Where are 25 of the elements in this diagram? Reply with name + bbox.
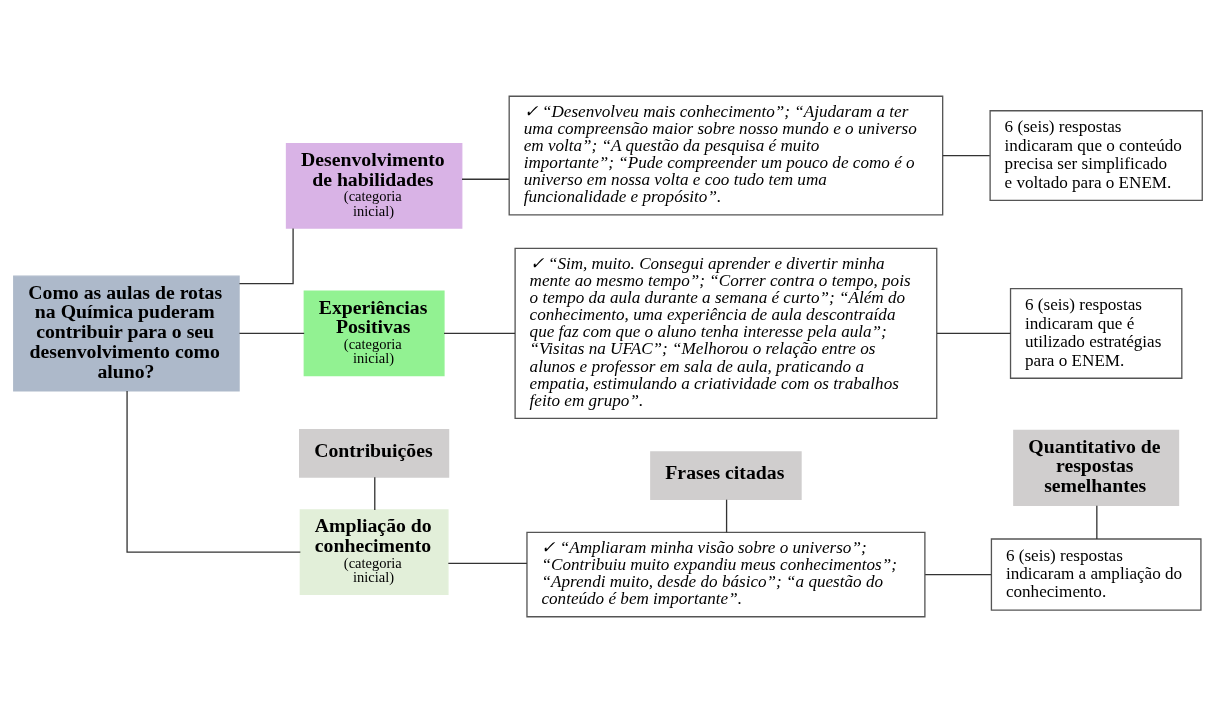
connector bbox=[1096, 505, 1098, 540]
node-box: Ampliação do conhecimento (categoria inicial) bbox=[299, 509, 449, 595]
node-box: 6 (seis) respostas indicaram que o conteúdo precisa ser simplificado e voltado para o ENEM. bbox=[989, 110, 1203, 201]
connector bbox=[942, 154, 991, 157]
node-box: Frases citadas bbox=[650, 451, 802, 501]
node-box: 6 (seis) respostas indicaram que é utilizado estratégias para o ENEM. bbox=[1009, 287, 1183, 379]
node-box: ✓ “Ampliaram minha visão sobre o universo”; “Contribuiu muito expandiu meus conhecimentos”; “Aprendi muito, desde do básico”; “a questão do conteúdo é bem importante”. bbox=[526, 531, 926, 618]
connector bbox=[936, 332, 1011, 335]
node-box: Como as aulas de rotas na Química puderam contribuir para o seu desenvolvimento como aluno? bbox=[13, 275, 240, 392]
connector bbox=[126, 390, 301, 553]
node-box: ✓ “Desenvolveu mais conhecimento”; “Ajudaram a ter uma compreensão maior sobre nosso mundo e o universo em volta”; “A questão da pesquisa é muito importante”; “Pude compreender um pouco de como é o universo em nossa volta e coo tudo tem uma funcionalidade e propósito”. bbox=[508, 95, 944, 216]
node-box: Experiências Positivas (categoria inicial) bbox=[303, 290, 445, 377]
connector bbox=[461, 178, 510, 180]
node-box: Contribuições bbox=[299, 428, 450, 478]
node-box: ✓ “Sim, muito. Consegui aprender e divertir minha mente ao mesmo tempo”; “Correr contra o tempo, pois o tempo da aula durante a semana é curto”; “Além do conhecimento, uma experiência de aula descontraída que faz com que o aluno tenha interesse pela aula”; “Visitas na UFAC”; “Melhorou o relação entre os alunos e professor em sala de aula, praticando a empatia, estimulando a criatividade com os trabalhos feito em grupo”. bbox=[514, 247, 938, 420]
connector bbox=[374, 476, 376, 511]
node-box: 6 (seis) respostas indicaram a ampliação do conhecimento. bbox=[990, 538, 1202, 611]
connector bbox=[924, 573, 992, 576]
connector bbox=[238, 332, 305, 335]
node-box: Desenvolvimento de habilidades (categoria inicial) bbox=[285, 143, 463, 229]
connector bbox=[447, 562, 528, 565]
connector bbox=[443, 332, 516, 335]
connector bbox=[238, 227, 294, 285]
connector bbox=[725, 499, 728, 533]
node-box: Quantitativo de respostas semelhantes bbox=[1013, 429, 1180, 507]
